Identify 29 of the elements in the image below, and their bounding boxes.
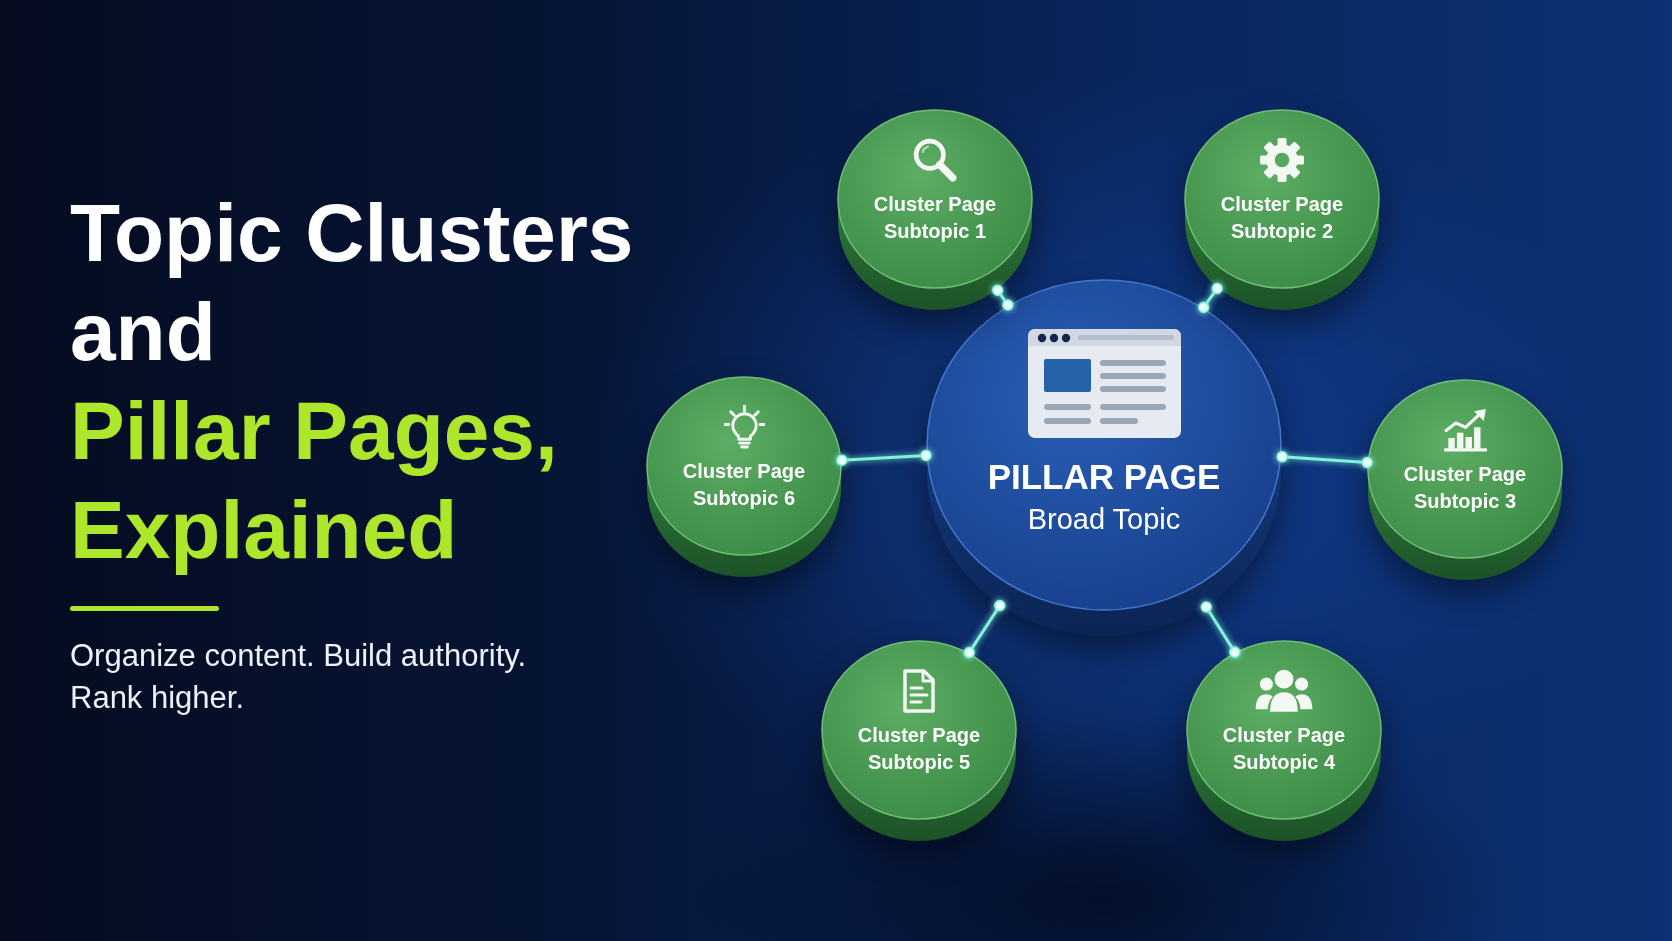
connector-line [836, 449, 932, 467]
node-title: PILLAR PAGE [987, 456, 1221, 498]
node-title: Cluster Page [873, 192, 997, 217]
node-title: Cluster Page [682, 459, 806, 484]
connector-line [963, 599, 1006, 659]
node-subtitle: Subtopic 4 [1232, 750, 1336, 775]
tagline: Organize content. Build authority. Rank higher. [70, 637, 528, 717]
node-subtitle: Subtopic 1 [883, 219, 987, 244]
node-title: Cluster Page [1222, 723, 1346, 748]
node-subtitle: Subtopic 2 [1230, 219, 1334, 244]
cluster-disc [821, 640, 1017, 842]
node-title: Cluster Page [1403, 462, 1527, 487]
node-subtitle: Subtopic 6 [692, 486, 796, 511]
connector-line [1200, 601, 1241, 658]
cluster-disc [837, 109, 1033, 311]
cluster-disc [1186, 640, 1382, 842]
pillar-disc [926, 279, 1282, 637]
node-subtitle: Broad Topic [1027, 502, 1181, 537]
node-title: Cluster Page [857, 723, 981, 748]
cluster-disc [1367, 379, 1563, 581]
connector-line [991, 284, 1014, 311]
cluster-disc [1184, 109, 1380, 311]
node-subtitle: Subtopic 3 [1413, 489, 1517, 514]
node-subtitle: Subtopic 5 [867, 750, 971, 775]
cluster-disc [646, 376, 842, 578]
title: Topic Clusters and Pillar Pages, Explained [70, 186, 635, 577]
connector-line [1276, 451, 1373, 469]
node-title: Cluster Page [1220, 192, 1344, 217]
connector-line [1197, 282, 1223, 314]
